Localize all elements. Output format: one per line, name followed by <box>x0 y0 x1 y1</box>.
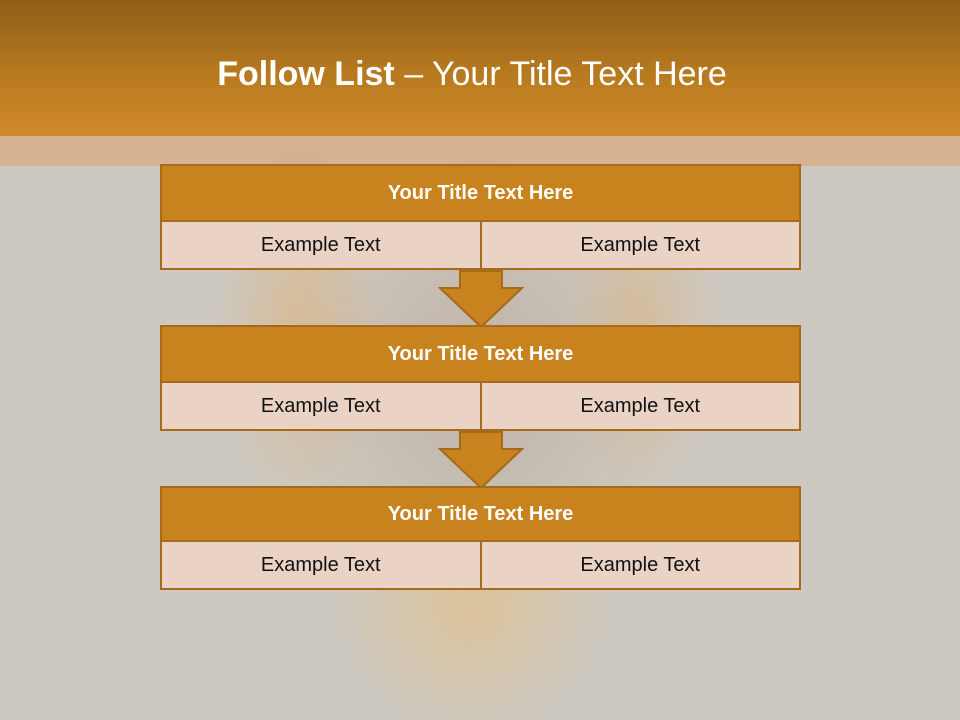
block-title: Your Title Text Here <box>160 486 801 542</box>
list-block-3: Your Title Text Here Example Text Exampl… <box>160 486 801 590</box>
block-cell-right: Example Text <box>481 383 801 431</box>
header-bar <box>0 0 960 136</box>
slide-title-bold: Follow List <box>217 55 395 93</box>
block-cell-left: Example Text <box>160 222 482 270</box>
block-row: Example Text Example Text <box>160 222 801 270</box>
block-title: Your Title Text Here <box>160 164 801 222</box>
block-title: Your Title Text Here <box>160 325 801 383</box>
block-row: Example Text Example Text <box>160 383 801 431</box>
block-row: Example Text Example Text <box>160 542 801 590</box>
down-arrow-icon <box>438 270 524 328</box>
slide-title-separator: – <box>394 55 432 93</box>
slide-title: Follow List – Your Title Text Here <box>0 52 944 96</box>
slide-title-rest: Your Title Text Here <box>431 55 727 93</box>
block-cell-right: Example Text <box>481 222 801 270</box>
block-cell-left: Example Text <box>160 383 482 431</box>
list-block-1: Your Title Text Here Example Text Exampl… <box>160 164 801 270</box>
list-block-2: Your Title Text Here Example Text Exampl… <box>160 325 801 431</box>
header-band <box>0 136 960 166</box>
down-arrow-icon <box>438 431 524 489</box>
block-cell-left: Example Text <box>160 542 482 590</box>
block-cell-right: Example Text <box>481 542 801 590</box>
